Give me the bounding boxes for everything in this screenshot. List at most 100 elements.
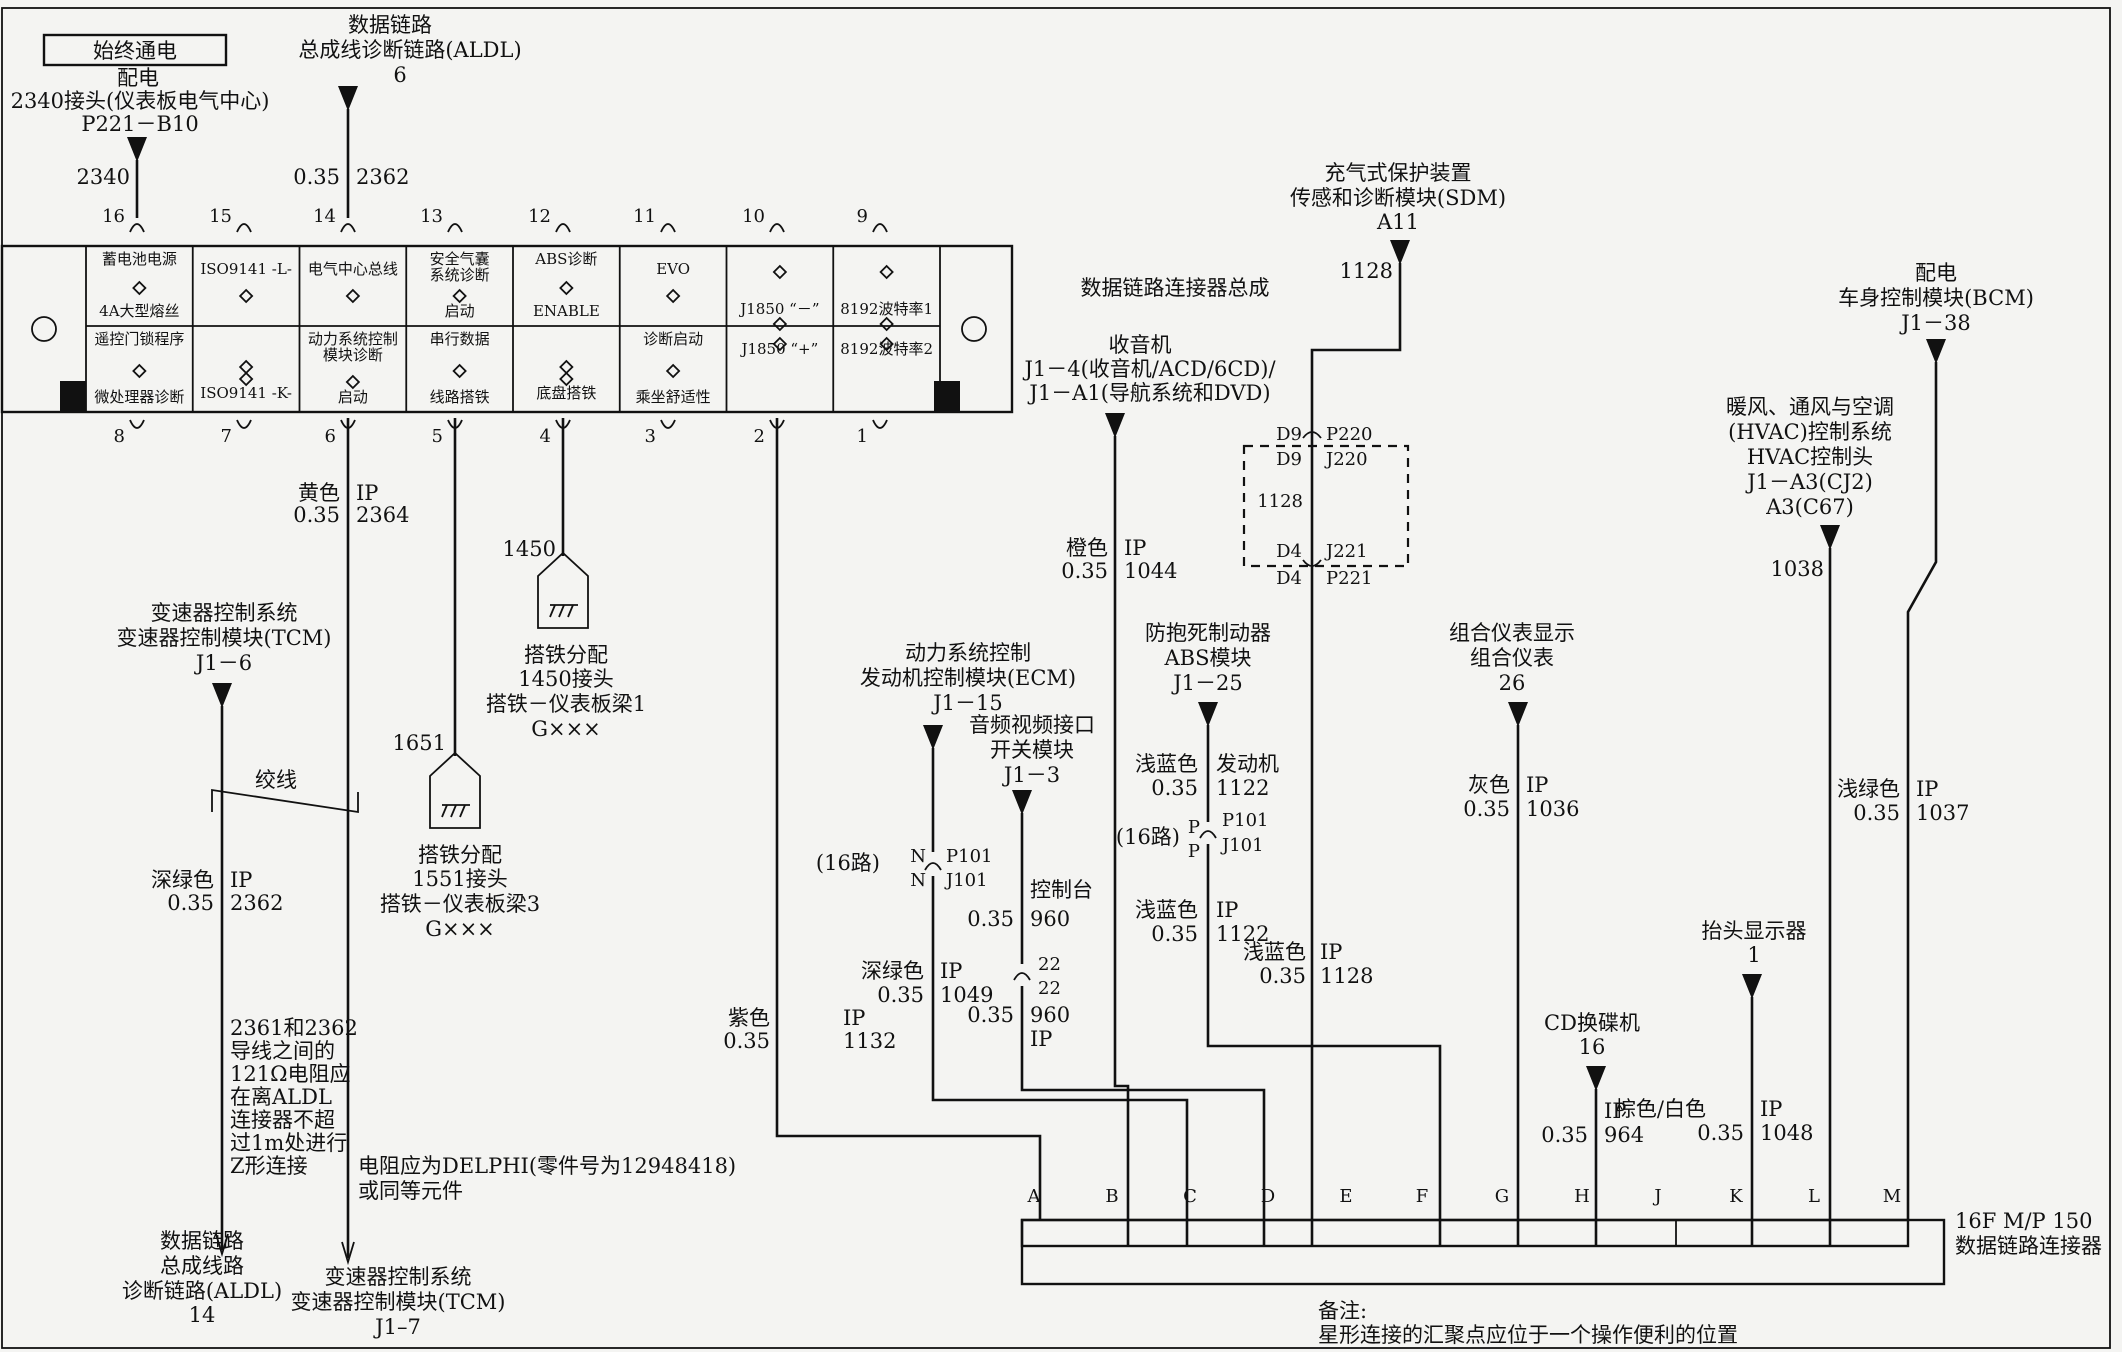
terminal-top-16 [129, 223, 145, 233]
ecm-arrow [923, 725, 943, 750]
sdm-c-j221: J221 [1324, 541, 1368, 562]
gray-num: 1036 [1526, 797, 1579, 821]
orange-ip: IP [1124, 536, 1146, 560]
lb1122b-ip: IP [1216, 898, 1238, 922]
av-title: 音频视频接口 [969, 713, 1095, 737]
bw-color: 棕色/白色 [1615, 1097, 1706, 1121]
cell-bottom-diamond-6 [772, 336, 788, 352]
bcm-title: 配电 [1915, 261, 1957, 285]
pin-bottom-1: 1 [857, 426, 868, 447]
terminal-top-12 [555, 223, 571, 233]
console-num: 960 [1030, 907, 1070, 931]
w1128-top: 1128 [1340, 259, 1393, 283]
cell-top-diamond-0 [132, 280, 147, 296]
sdm-title: 充气式保护装置 [1325, 161, 1472, 185]
cell-top-0-0: 蓄电池电源 [102, 250, 177, 268]
gray-color: 灰色 [1468, 773, 1510, 797]
hvac-pin-2: A3(C67) [1765, 495, 1854, 519]
console-label: 控制台 [1030, 878, 1093, 902]
delphi-note-1: 电阻应为DELPHI(零件号为12948418) [358, 1154, 736, 1178]
pin-bottom-3: 3 [645, 426, 656, 447]
lg-num: 1037 [1916, 801, 1969, 825]
radio-title: 收音机 [1109, 333, 1172, 357]
av-pin: J1－3 [1002, 763, 1060, 787]
resistor-note: 2361和2362导线之间的121Ω电阻应在离ALDL连接器不超过1m处进行Z形… [230, 1016, 358, 1178]
sdm-arrow [1390, 240, 1410, 265]
sdm-c-d4b: D4 [1276, 568, 1302, 589]
hud-arrow [1742, 974, 1762, 999]
w6-color: 黄色 [298, 481, 340, 505]
cell-bottom-3-1: 线路搭铁 [430, 388, 490, 406]
cd-pin: 16 [1579, 1035, 1606, 1059]
dlc-name-2: 数据链路连接器 [1955, 1234, 2102, 1258]
g1651-loc: 搭铁－仪表板梁3 [380, 892, 540, 916]
lg-gauge: 0.35 [1853, 801, 1900, 825]
n-conn-p101: P101 [946, 846, 992, 867]
cell-bottom-1-0: ISO9141 -K- [200, 384, 292, 402]
dg-gauge: 0.35 [167, 891, 214, 915]
cluster-arrow [1508, 702, 1528, 727]
console-gauge: 0.35 [967, 907, 1014, 931]
dlc-pin-J: J [1652, 1186, 1661, 1207]
cell-top-4-1: ENABLE [533, 302, 600, 320]
terminal-top-11 [660, 223, 676, 233]
gray-gauge: 0.35 [1463, 797, 1510, 821]
c22-a: 22 [1038, 954, 1061, 975]
lb1128-color: 浅蓝色 [1243, 940, 1306, 964]
twist-label: 绞线 [255, 768, 297, 792]
g1651-g: G××× [425, 917, 495, 941]
g1450-num: 1450 [503, 537, 556, 561]
purple-gauge: 0.35 [723, 1029, 770, 1053]
cell-top-diamond-3 [452, 288, 467, 304]
cell-top-diamond-2 [345, 288, 361, 304]
dlc-pin-M: M [1883, 1186, 1901, 1207]
wire-2362-top-num: 2362 [356, 165, 409, 189]
cell-bottom-diamond-1-b [238, 359, 254, 375]
sdm-c-d9b: D9 [1276, 449, 1302, 470]
n-conn-n1: N [910, 846, 926, 867]
aldl-bottom-1: 数据链路 [160, 1229, 244, 1253]
terminal-bottom-1 [872, 419, 888, 429]
wire-1037 [1906, 362, 1938, 1220]
g1450-loc: 搭铁－仪表板梁1 [486, 692, 646, 716]
mount-hole-right [961, 316, 987, 342]
av-sub: 开关模块 [990, 738, 1074, 762]
orange-color: 橙色 [1066, 536, 1108, 560]
aldl-top-pin: 6 [393, 63, 406, 87]
dlc-pin-L: L [1808, 1186, 1820, 1207]
cell-bottom-diamond-7 [879, 336, 894, 352]
resistor-note-line-2: 121Ω电阻应 [230, 1062, 351, 1086]
abs-title: 防抱死制动器 [1145, 621, 1271, 645]
cell-bottom-2-0: 动力系统控制 [308, 330, 398, 348]
dlc-connector-inner [1020, 1218, 1910, 1248]
cell-top-0-1: 4A大型熔丝 [99, 302, 179, 320]
note-title: 备注: [1318, 1299, 1367, 1323]
lb1122b-color: 浅蓝色 [1135, 898, 1198, 922]
radio-pin-2: J1－A1(导航系统和DVD) [1027, 381, 1270, 405]
tcm-top-sub: 变速器控制模块(TCM) [117, 626, 332, 650]
w1038: 1038 [1771, 557, 1824, 581]
w964-gauge: 0.35 [1541, 1123, 1588, 1147]
dlc-pin-B: B [1105, 1186, 1118, 1207]
dlc-pinout-table [0, 244, 1014, 414]
cell-bottom-2-2: 启动 [338, 388, 368, 406]
cell-top-diamond-b-7 [879, 316, 894, 332]
cell-bottom-diamond-1 [238, 371, 254, 387]
aldl-top-title: 数据链路 [348, 13, 432, 37]
pin-bottom-8: 8 [114, 426, 125, 447]
key-block-right [934, 381, 960, 412]
wire-1132 [775, 418, 1042, 1220]
cell-bottom-diamond-3 [452, 363, 467, 379]
note-body: 星形连接的汇聚点应位于一个操作便利的位置 [1318, 1323, 1738, 1347]
w6-gauge: 0.35 [293, 503, 340, 527]
av-arrow [1012, 790, 1032, 815]
n-conn-n2: N [910, 870, 926, 891]
aldl-top-sub: 总成线诊断链路(ALDL) [298, 38, 521, 62]
p-conn-j101: J101 [1220, 835, 1264, 856]
c22-gauge: 0.35 [967, 1003, 1014, 1027]
wire-1122 [1206, 844, 1442, 1246]
dlc-pin-D: D [1261, 1186, 1275, 1207]
cluster-pin: 26 [1499, 671, 1526, 695]
dlc-assembly-label: 数据链路连接器总成 [1081, 276, 1270, 300]
pin-top-12: 12 [528, 206, 551, 227]
